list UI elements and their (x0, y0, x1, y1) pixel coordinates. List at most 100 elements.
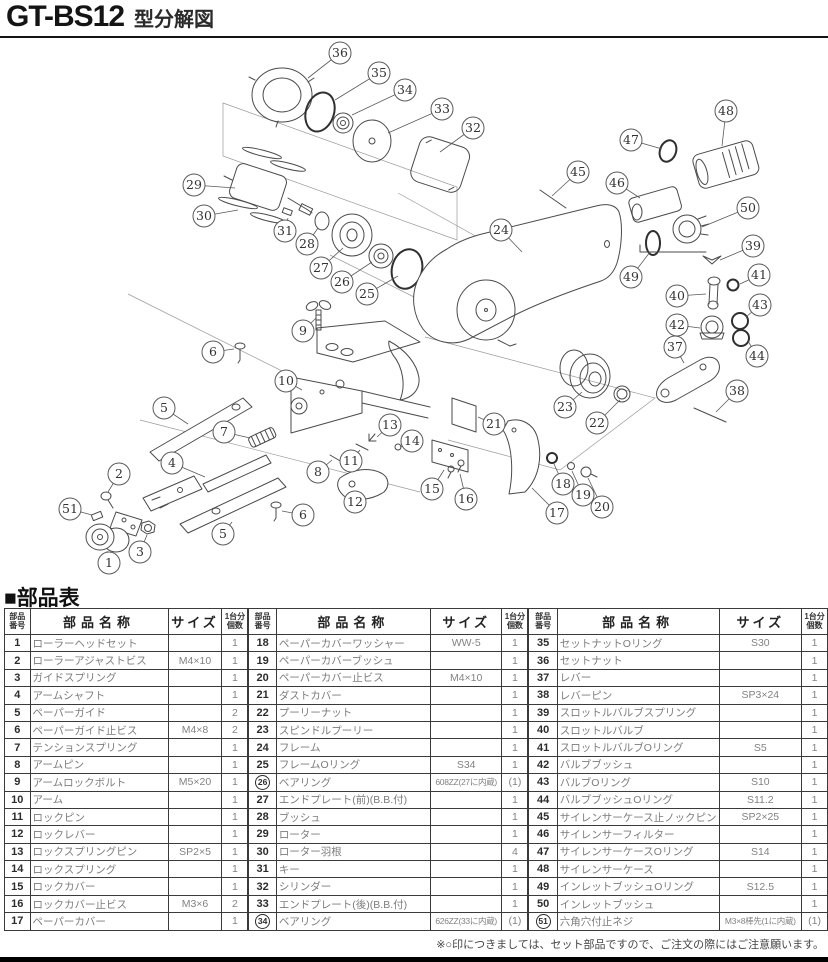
part-qty-cell: 1 (501, 894, 529, 914)
callout-circle (619, 128, 643, 152)
part-no-cell: 28 (248, 807, 277, 827)
callout-14: 14 (399, 429, 424, 453)
callout-circle (454, 487, 478, 511)
part-qty-cell: 1 (221, 738, 249, 757)
part-no-cell: 46 (528, 825, 558, 844)
callout-circle (482, 412, 506, 436)
part-qty-cell: 1 (501, 651, 529, 670)
part-qty-cell: 1 (501, 755, 529, 775)
part-no-cell: 33 (248, 894, 277, 914)
col-header-size: サイズ (429, 608, 503, 635)
rear-end-plate (352, 119, 392, 163)
part-qty-cell: 1 (801, 703, 828, 722)
callout-circle (461, 116, 485, 140)
lock-spring (394, 443, 402, 451)
part-qty-cell: 1 (801, 773, 828, 792)
part-qty-cell: 1 (221, 825, 249, 844)
dust-cover (451, 397, 477, 433)
part-name-cell: スピンドルプーリー (275, 720, 431, 740)
callout-35: 35 (334, 61, 391, 101)
inlet-o-ring (645, 230, 661, 256)
part-size-cell (718, 825, 803, 844)
key (281, 207, 293, 217)
callout-circle (291, 319, 315, 343)
callout-number: 49 (623, 269, 639, 284)
part-name-cell: ペーパーガイド (29, 703, 169, 722)
part-size-cell: S14 (718, 842, 803, 862)
part-name-cell: ロックレバー (29, 825, 169, 844)
callout-number: 6 (209, 344, 217, 359)
callout-number: 34 (397, 82, 413, 97)
col-header-size: サイズ (167, 608, 223, 635)
heading-text: 部品表 (16, 587, 80, 610)
part-size-cell (429, 877, 503, 896)
callout-36: 36 (307, 41, 352, 79)
part-no-cell: 19 (248, 651, 277, 670)
part-qty-cell: 1 (221, 773, 249, 792)
callout-6: 6 (201, 340, 235, 364)
part-no-cell: 15 (4, 877, 31, 896)
callout-number: 45 (570, 164, 586, 179)
callout-number: 40 (669, 288, 685, 303)
rear-bearing (332, 112, 354, 134)
set-nut (248, 67, 315, 128)
callout-50: 50 (701, 196, 760, 228)
part-name-cell: アームシャフト (29, 686, 169, 705)
callout-number: 38 (729, 383, 745, 398)
callout-circle (295, 232, 319, 256)
col-header-qty: 1台分個数 (221, 608, 249, 635)
throttle-valve (707, 276, 721, 310)
callout-circle (306, 460, 330, 484)
paper-guide-upper (149, 397, 253, 462)
callout-circle (745, 344, 769, 368)
part-size-cell (167, 633, 223, 653)
part-qty-cell: 1 (801, 860, 828, 879)
part-name-cell: ペーパーガイド止ビス (29, 720, 169, 740)
callout-number: 28 (299, 236, 315, 251)
callout-number: 12 (347, 494, 363, 509)
part-no-cell: 35 (528, 633, 558, 653)
part-size-cell: M4×8 (167, 720, 223, 740)
part-name-cell: プーリーナット (275, 703, 431, 722)
callout-46: 46 (605, 171, 641, 199)
part-size-cell (718, 651, 803, 670)
part-size-cell (167, 790, 223, 809)
valve-o-ring (731, 312, 749, 330)
guide-screw-upper (234, 342, 246, 364)
part-qty-cell: 1 (501, 686, 529, 705)
part-no-cell: 16 (4, 894, 31, 914)
part-size-cell: S11.2 (718, 790, 803, 809)
part-name-cell: エンドプレート(後)(B.B.付) (275, 894, 431, 914)
callout-5: 5 (152, 396, 189, 425)
part-size-cell (718, 703, 803, 722)
bush (314, 211, 330, 231)
part-qty-cell: 1 (801, 686, 828, 705)
part-no-cell: 45 (528, 807, 558, 827)
callout-37: 37 (663, 335, 687, 364)
part-qty-cell: 1 (221, 807, 249, 827)
callout-number: 9 (299, 323, 307, 338)
callout-circle (553, 395, 577, 419)
part-no-cell: 47 (528, 842, 558, 862)
col-header-part-no: 部品番号 (528, 608, 558, 635)
part-qty-cell: 1 (801, 755, 828, 775)
callout-number: 5 (160, 400, 168, 415)
part-size-cell (429, 894, 503, 914)
part-size-cell: M5×20 (167, 773, 223, 792)
part-size-cell (718, 860, 803, 879)
silencer-o-ring (658, 139, 678, 163)
part-no-cell: 49 (528, 877, 558, 896)
part-qty-cell: (1) (501, 773, 529, 792)
part-qty-cell: 1 (501, 703, 529, 722)
callout-28: 28 (295, 227, 319, 256)
